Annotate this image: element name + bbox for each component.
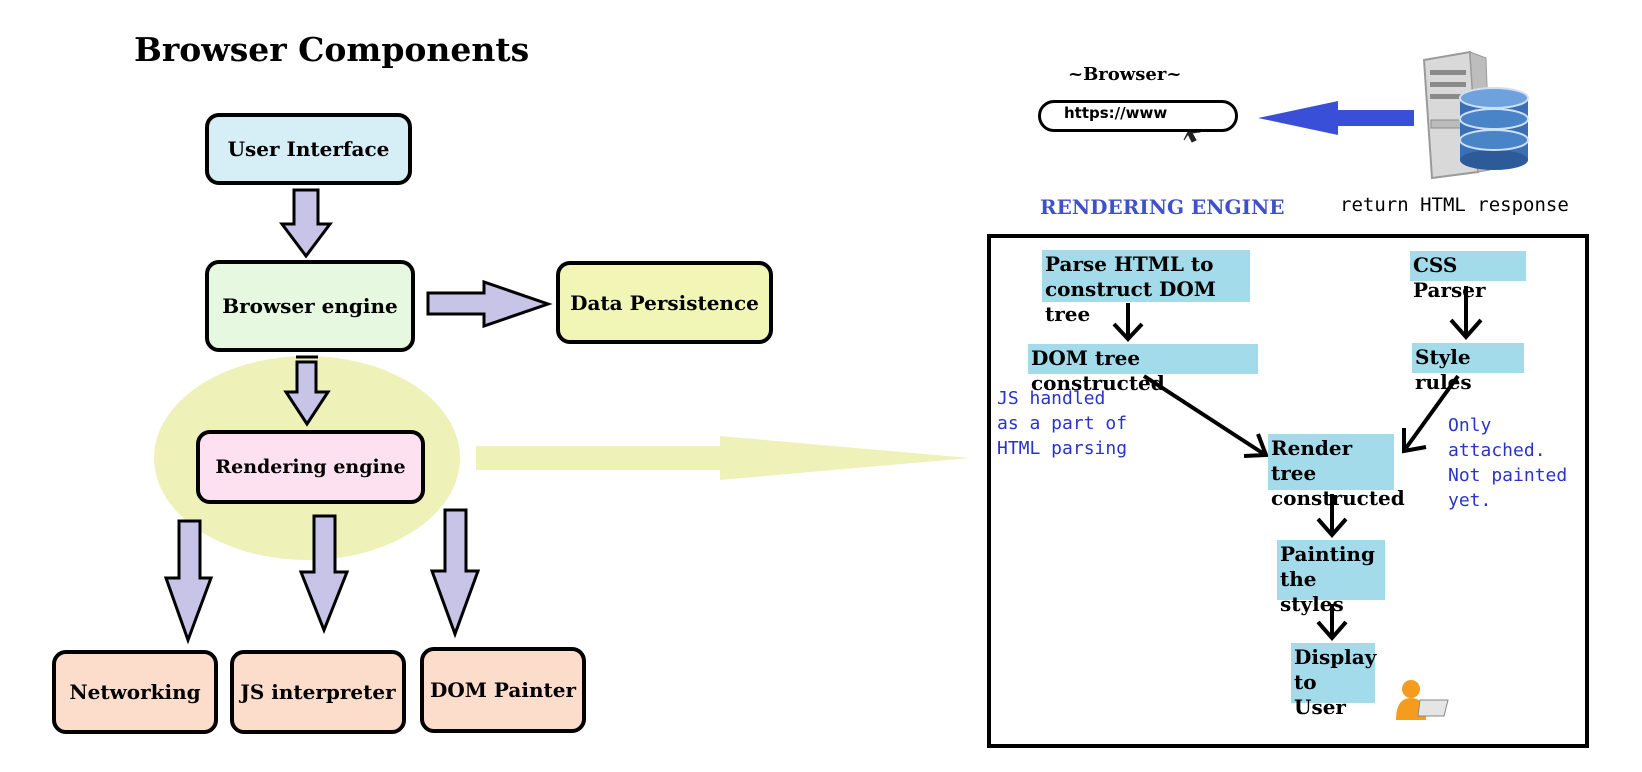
database-icon (1459, 87, 1529, 170)
user-icon (1396, 680, 1449, 720)
rendering-engine-frame (987, 234, 1589, 748)
browser-label: ~Browser~ (1068, 64, 1182, 85)
note-js-handled: JS handled as a part of HTML parsing (997, 388, 1128, 459)
url-bar (1038, 100, 1238, 132)
step-painting: Painting the styles (1277, 540, 1385, 616)
response-arrow (1258, 101, 1414, 135)
networking-box: Networking (52, 650, 218, 734)
return-response-label: return HTML response (1340, 194, 1569, 216)
expand-arrow (476, 436, 970, 480)
arrow-to-dom-painter (429, 508, 481, 639)
flow-arrows (1112, 286, 1483, 642)
page-title: Browser Components (134, 30, 530, 69)
step-css-parser: CSS Parser (1410, 251, 1526, 302)
rendering-engine-box: Rendering engine (196, 430, 425, 504)
step-parse-html: Parse HTML to construct DOM tree (1042, 250, 1250, 326)
step-dom-constructed: DOM tree constructed (1028, 344, 1258, 395)
js-interpreter-box: JS interpreter (230, 650, 406, 734)
data-persistence-box: Data Persistence (556, 261, 773, 344)
arrow-engine-to-persistence (426, 279, 553, 329)
note-only-attached: Only attached. Not painted yet. (1448, 415, 1568, 511)
step-style-rules: Style rules (1412, 343, 1524, 394)
arrow-to-networking (163, 519, 214, 645)
url-text: https://www (1064, 104, 1168, 122)
arrow-to-js-interpreter (298, 514, 350, 635)
step-display: Display to User (1291, 643, 1376, 719)
arrow-ui-to-browser-engine (279, 188, 333, 259)
arrow-engine-to-rendering (283, 360, 331, 427)
step-render-tree: Render tree constructed (1268, 434, 1405, 510)
browser-engine-box: Browser engine (205, 260, 415, 352)
user-interface-box: User Interface (205, 113, 412, 185)
rendering-engine-heading: RENDERING ENGINE (1040, 195, 1285, 219)
dom-painter-box: DOM Painter (420, 647, 586, 733)
